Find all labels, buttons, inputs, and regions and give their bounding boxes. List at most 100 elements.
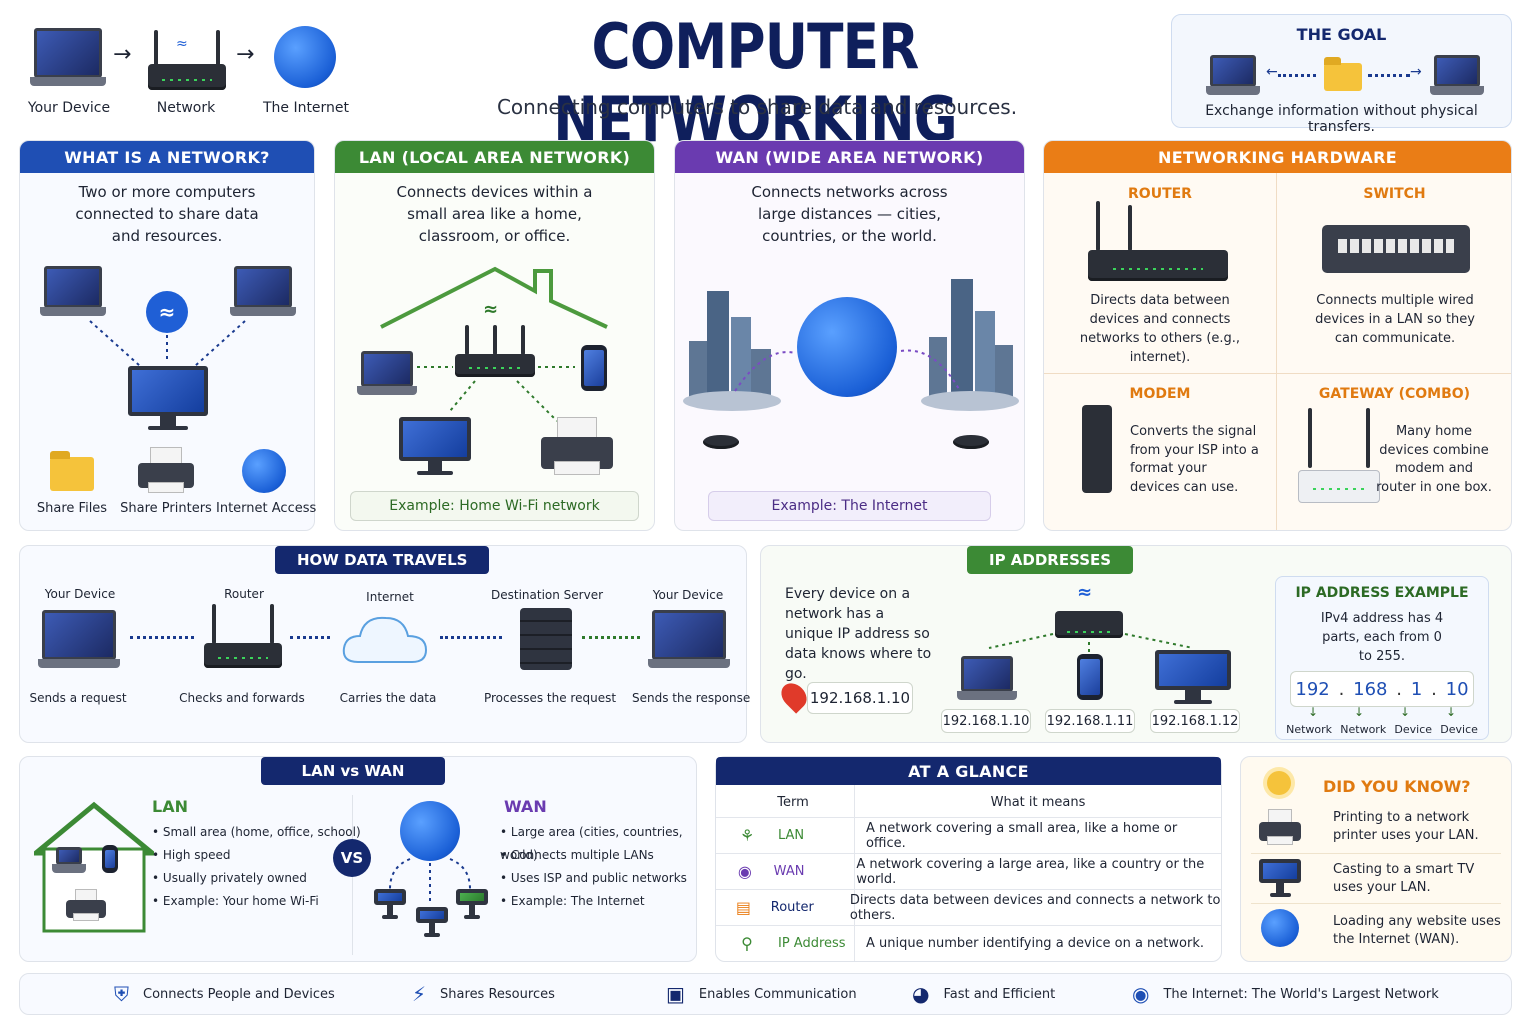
laptop-icon xyxy=(957,656,1017,700)
ip-part-label-0: Network xyxy=(1286,723,1333,736)
laptop-icon xyxy=(30,28,106,86)
footer-item: ◉The Internet: The World's Largest Netwo… xyxy=(1132,982,1439,1006)
page-title: COMPUTER NETWORKING xyxy=(553,10,957,156)
glance-col-term: Term xyxy=(777,795,809,810)
router-icon: ▤ xyxy=(735,898,751,917)
what-is-title: WHAT IS A NETWORK? xyxy=(20,141,314,173)
ip-title: IP ADDRESSES xyxy=(967,546,1134,574)
switch-desc: Connects multiple wired devices in a LAN… xyxy=(1315,293,1475,346)
glance-term: LAN xyxy=(777,828,805,843)
globe-icon xyxy=(400,801,460,861)
connection-lines xyxy=(89,320,246,367)
glance-meaning: A unique number identifying a device on … xyxy=(866,936,1204,951)
step-name-0: Your Device xyxy=(44,587,116,601)
gateway-icon xyxy=(1298,408,1380,503)
laptop-icon xyxy=(1206,55,1260,95)
arrow-right-icon: → xyxy=(1410,64,1422,80)
step-action-0: Sends a request xyxy=(29,691,127,705)
ip-example-text: IPv4 address has 4 parts, each from 0 to… xyxy=(1320,611,1444,664)
folder-icon xyxy=(50,451,94,491)
printer-icon xyxy=(1259,809,1301,845)
lan-bullet-1: • High speed xyxy=(152,848,231,862)
server-icon xyxy=(520,608,572,670)
ip-desc: Every device on a network has a unique I… xyxy=(785,586,932,682)
wan-example: Example: The Internet xyxy=(708,491,991,521)
step-name-3: Destination Server xyxy=(490,588,604,602)
dyk-title: DID YOU KNOW? xyxy=(1323,777,1471,796)
gateway-title: GATEWAY (COMBO) xyxy=(1318,386,1471,402)
laptop-icon xyxy=(648,610,730,668)
router-icon xyxy=(1088,201,1228,281)
arrow-down-icon: ↓ xyxy=(1307,705,1319,719)
step-action-1: Checks and forwards xyxy=(179,691,305,705)
dyk-item-2: Loading any website uses the Internet (W… xyxy=(1333,914,1501,947)
wan-bullet-1: • Connects multiple LANs xyxy=(500,848,654,862)
glance-term: IP Address xyxy=(778,936,846,951)
router-desc: Directs data between devices and connect… xyxy=(1079,293,1241,365)
ip-example-title: IP ADDRESS EXAMPLE xyxy=(1295,585,1469,601)
internet-access-label: Internet Access xyxy=(216,501,317,516)
wan-col-title: WAN xyxy=(504,797,547,816)
page-subtitle: Connecting computers to share data and r… xyxy=(496,95,1018,119)
arrow-down-icon: ↓ xyxy=(1445,705,1457,719)
glance-meaning: A network covering a large area, like a … xyxy=(856,856,1205,887)
ip-part-1: 168 xyxy=(1353,678,1388,700)
smart-tv-icon xyxy=(1259,859,1301,897)
glance-title: AT A GLANCE xyxy=(716,757,1221,785)
globe-icon: ◉ xyxy=(737,862,752,881)
lan-bullet-3: • Example: Your home Wi-Fi xyxy=(152,894,319,908)
wan-link-lines xyxy=(734,349,961,392)
house-outline xyxy=(380,266,608,422)
lanvswan-title: LAN vs WAN xyxy=(261,757,445,785)
modem-title: MODEM xyxy=(1129,386,1191,402)
wan-title: WAN (WIDE AREA NETWORK) xyxy=(675,141,1024,173)
monitor-icon xyxy=(128,366,208,430)
router-icon: ≈ xyxy=(148,26,226,90)
globe-icon xyxy=(242,449,286,493)
globe-icon: ◉ xyxy=(1132,982,1150,1006)
lan-card: LAN (LOCAL AREA NETWORK) Connects device… xyxy=(334,140,655,531)
step-action-4: Sends the response xyxy=(632,691,751,705)
lan-col-title: LAN xyxy=(152,797,188,816)
router-icon xyxy=(204,604,282,668)
arrow-right-icon: → xyxy=(236,42,255,67)
step-name-1: Router xyxy=(224,587,264,601)
lanvswan-card: LAN vs WAN LAN • Small area (home, offic… xyxy=(19,756,697,962)
location-pin-icon: ⚲ xyxy=(741,934,753,953)
ip-part-3: 10 xyxy=(1445,678,1469,700)
step-action-3: Processes the request xyxy=(483,691,617,705)
glance-card: AT A GLANCE Term What it means ⚘ LAN A n… xyxy=(715,756,1222,962)
lan-bullet-2: • Usually privately owned xyxy=(152,871,307,885)
footer-item: ⚡Shares Resources xyxy=(412,982,555,1006)
flow-label-device: Your Device xyxy=(27,100,111,116)
lock-icon: ▣ xyxy=(666,982,685,1006)
dyk-item-1: Casting to a smart TV uses your LAN. xyxy=(1333,862,1475,895)
travel-card: HOW DATA TRAVELS Your Device Router Inte… xyxy=(19,545,751,743)
laptop-icon xyxy=(52,847,86,873)
goal-text: Exchange information without physical tr… xyxy=(1205,103,1478,135)
dyk-card: DID YOU KNOW? Printing to a network prin… xyxy=(1240,756,1512,962)
glance-meaning: Directs data between devices and connect… xyxy=(849,892,1221,923)
dyk-item-0: Printing to a network printer uses your … xyxy=(1333,810,1479,843)
table-row: ◉ WAN A network covering a large area, l… xyxy=(716,853,1221,889)
arrow-left-icon: ← xyxy=(1266,64,1278,80)
glance-term: WAN xyxy=(773,864,805,879)
ip-part-label-3: Device xyxy=(1440,723,1478,736)
footer-bar: ⛨Connects People and Devices ⚡Shares Res… xyxy=(19,973,1512,1015)
wan-card: WAN (WIDE AREA NETWORK) Connects network… xyxy=(674,140,1025,531)
table-row: ▤ Router Directs data between devices an… xyxy=(716,889,1221,925)
ip-part-label-2: Device xyxy=(1394,723,1433,736)
ip-card: IP ADDRESSES Every device on a network h… xyxy=(760,545,1512,743)
phone-icon xyxy=(581,345,607,391)
cloud-icon xyxy=(342,616,428,663)
hardware-title: NETWORKING HARDWARE xyxy=(1044,141,1511,173)
laptop-icon xyxy=(230,266,296,316)
globe-icon xyxy=(1261,909,1299,947)
monitor-icon xyxy=(399,417,471,475)
wifi-icon: ≈ xyxy=(483,299,499,320)
hardware-card: NETWORKING HARDWARE ROUTER Directs data … xyxy=(1043,140,1512,531)
glance-col-meaning: What it means xyxy=(990,795,1086,810)
wan-desc: Connects networks across large distances… xyxy=(751,183,948,245)
globe-icon xyxy=(274,26,336,88)
printer-icon xyxy=(66,889,106,921)
